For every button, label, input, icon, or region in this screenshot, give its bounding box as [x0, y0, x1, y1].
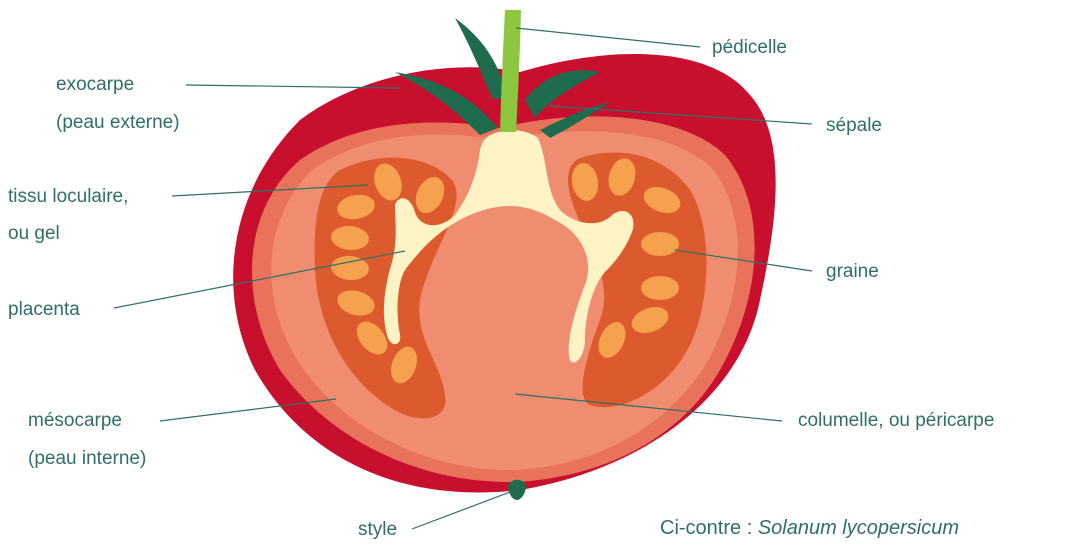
label-pedicelle: pédicelle — [712, 38, 787, 57]
label-mesocarpe: mésocarpe — [28, 411, 122, 430]
leader-pedicelle — [516, 28, 700, 47]
style-nub — [508, 480, 526, 500]
seed — [641, 276, 679, 300]
caption-prefix: Ci-contre : — [660, 517, 758, 539]
label-graine: graine — [826, 262, 879, 281]
label-exocarpe: exocarpe — [56, 75, 134, 94]
label-sepale: sépale — [826, 116, 882, 135]
label-placenta: placenta — [8, 300, 80, 319]
leader-style — [412, 492, 510, 529]
figure-caption: Ci-contre : Solanum lycopersicum — [660, 517, 959, 540]
label-tissu-loculaire-sub: ou gel — [8, 224, 60, 243]
label-exocarpe-sub: (peau externe) — [56, 113, 180, 132]
label-tissu-loculaire: tissu loculaire, — [8, 187, 128, 206]
label-columelle: columelle, ou péricarpe — [798, 411, 994, 430]
caption-species: Solanum lycopersicum — [758, 517, 959, 539]
label-mesocarpe-sub: (peau interne) — [28, 449, 146, 468]
label-style: style — [358, 520, 397, 539]
seed — [641, 232, 679, 256]
